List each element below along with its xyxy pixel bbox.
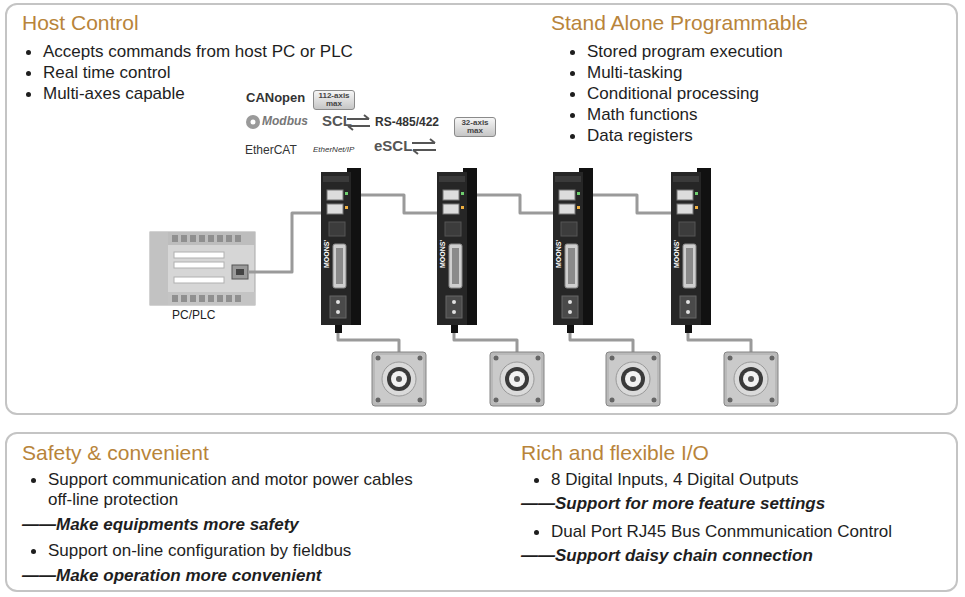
- feature-note: ——Make equipments more safety: [22, 515, 299, 535]
- badge-text: 32-axis max: [457, 119, 493, 135]
- bullet-item: Multi-tasking: [587, 63, 682, 83]
- section-heading: Safety & convenient: [22, 441, 209, 465]
- axis-badge: 32-axis max: [454, 117, 496, 137]
- illustration-part: [477, 195, 559, 213]
- bullet-item: 8 Digital Inputs, 4 Digital Outputs: [551, 470, 799, 490]
- illustration-part: [226, 295, 232, 302]
- drive-unit: [671, 168, 711, 333]
- modbus-gear: [246, 115, 260, 129]
- bullet-item: Real time control: [43, 63, 171, 83]
- protocol-logo: SCL: [322, 113, 352, 130]
- brand-logo: MOONS': [555, 240, 563, 268]
- bullet-item: Conditional processing: [587, 84, 759, 104]
- plc-unit: [150, 232, 255, 305]
- feature-note: ——Support for more feature settings: [521, 494, 825, 514]
- illustration-part: [251, 120, 256, 125]
- bullet-item: Dual Port RJ45 Bus Conmmunication Contro…: [551, 522, 892, 542]
- illustration-part: [235, 295, 241, 302]
- illustration-part: [217, 235, 223, 242]
- illustration-part: [593, 195, 677, 213]
- protocol-logo: EtherCAT: [245, 144, 297, 157]
- illustration-part: [174, 262, 224, 268]
- illustration-part: [208, 295, 214, 302]
- illustration-part: [248, 213, 327, 272]
- stepper-motor: [372, 352, 426, 406]
- illustration-part: [190, 295, 196, 302]
- illustration-part: [199, 235, 205, 242]
- feature-panel: Safety & convenientSupport communication…: [5, 432, 958, 592]
- protocol-logo: EtherNet/IP: [313, 146, 354, 155]
- badge-text: 112-axis max: [316, 92, 352, 108]
- brand-logo: MOONS': [673, 240, 681, 268]
- illustration-part: [168, 292, 255, 305]
- section-heading: Host Control: [22, 11, 139, 35]
- protocol-logo: eSCL: [374, 138, 412, 155]
- bullet-item: Data registers: [587, 126, 693, 146]
- bullet-item: Support on-line configuration by fieldbu…: [48, 541, 351, 561]
- illustration-part: [347, 115, 369, 119]
- illustration-part: [172, 295, 178, 302]
- illustration-part: [181, 235, 187, 242]
- drive-unit: [321, 168, 361, 333]
- section-heading: Stand Alone Programmable: [551, 11, 808, 35]
- illustration-part: [190, 235, 196, 242]
- bullet-item: Support communication and motor power ca…: [48, 470, 418, 510]
- brand-logo: MOONS': [439, 240, 447, 268]
- illustration-part: [338, 333, 399, 352]
- illustration-part: [174, 277, 224, 283]
- feature-note: ——Make operation more convenient: [22, 566, 321, 586]
- axis-badge: 112-axis max: [313, 90, 355, 110]
- illustration-part: [688, 333, 751, 352]
- device-label: PC/PLC: [172, 309, 215, 322]
- section-heading: Rich and flexible I/O: [521, 441, 709, 465]
- illustration-part: [454, 333, 517, 352]
- illustration-part: [172, 235, 178, 242]
- illustration-part: [208, 235, 214, 242]
- drive-unit: [553, 168, 593, 333]
- illustration-part: [348, 126, 370, 130]
- illustration-part: [150, 232, 255, 305]
- bullet-item: Math functions: [587, 105, 698, 125]
- feature-note: ——Support daisy chain connection: [521, 546, 813, 566]
- bullet-item: Accepts commands from host PC or PLC: [43, 42, 353, 62]
- stepper-motor: [490, 352, 544, 406]
- bullet-item: Multi-axes capable: [43, 84, 185, 104]
- illustration-part: [174, 252, 224, 258]
- illustration-part: [226, 235, 232, 242]
- feature-panel: 112-axis max 32-axis max Host ControlAccep…: [5, 3, 958, 415]
- brand-logo: MOONS': [323, 240, 331, 268]
- drive-unit: [437, 168, 477, 333]
- illustration-part: [172, 235, 241, 302]
- protocol-arrows: [347, 115, 436, 154]
- bullet-item: Stored program execution: [587, 42, 783, 62]
- stepper-motor: [724, 352, 778, 406]
- stepper-motor: [606, 352, 660, 406]
- illustration-part: [236, 269, 244, 275]
- illustration-part: [413, 150, 436, 154]
- illustration-part: [361, 195, 443, 213]
- illustration-part: [181, 295, 187, 302]
- protocol-logo: CANopen: [246, 91, 305, 105]
- illustration-part: [199, 295, 205, 302]
- protocol-logo: RS-485/422: [375, 116, 439, 129]
- illustration-part: [174, 252, 224, 283]
- illustration-part: [246, 115, 260, 129]
- illustration-part: [570, 333, 633, 352]
- illustration-part: [168, 232, 255, 245]
- illustration-part: [412, 139, 435, 143]
- illustration-part: [217, 295, 223, 302]
- illustration-part: [235, 235, 241, 242]
- protocol-logo: Modbus: [262, 115, 308, 128]
- illustration-part: [232, 265, 248, 279]
- illustration-part: [150, 232, 168, 305]
